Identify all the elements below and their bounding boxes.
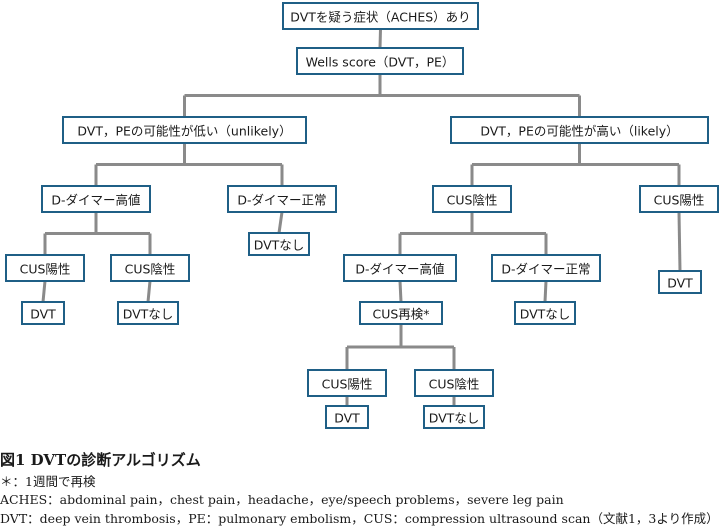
node-box <box>414 369 494 397</box>
node-label: DVT，PEの可能性が高い（likely） <box>480 124 678 139</box>
node-label: DVTなし <box>520 307 571 322</box>
connector-line <box>378 28 382 49</box>
node-box <box>359 301 443 325</box>
node-label: DVTなし <box>254 238 305 253</box>
node-label: CUS陽性 <box>20 262 71 277</box>
node-high-ddimer-normal: D-ダイマー正常 <box>491 254 601 282</box>
node-box <box>423 405 485 429</box>
node-box <box>432 185 512 213</box>
node-recheck-negative-result: DVTなし <box>423 405 485 429</box>
node-high-cus-positive: CUS陽性 <box>639 185 719 213</box>
node-box <box>450 116 709 144</box>
dvt-diagnostic-flowchart: DVTを疑う症状（ACHES）あり Wells score（DVT，PE） DVT，… <box>5 2 719 429</box>
node-box <box>296 47 464 75</box>
node-box <box>514 301 576 325</box>
node-root: DVTを疑う症状（ACHES）あり <box>282 2 479 30</box>
node-box <box>41 185 151 213</box>
node-low-cus-positive: CUS陽性 <box>5 254 85 282</box>
node-box <box>5 254 85 282</box>
node-recheck-positive-result: DVT <box>325 405 369 429</box>
node-box <box>658 270 702 294</box>
node-box <box>307 369 387 397</box>
node-label: DVT，PEの可能性が低い（unlikely） <box>77 124 291 139</box>
node-box <box>639 185 719 213</box>
node-label: DVTなし <box>429 411 480 426</box>
node-label: D-ダイマー高値 <box>51 193 140 208</box>
node-box <box>343 254 457 282</box>
node-recheck-negative: CUS陰性 <box>414 369 494 397</box>
node-recheck-positive: CUS陽性 <box>307 369 387 397</box>
connector-line <box>146 280 152 303</box>
node-label: DVT <box>334 411 360 426</box>
node-high: DVT，PEの可能性が高い（likely） <box>450 116 709 144</box>
node-box <box>491 254 601 282</box>
node-label: CUS陽性 <box>654 193 705 208</box>
footnote-recheck: ＊：1週間で再検 <box>0 474 96 489</box>
node-label: CUS陰性 <box>447 193 498 208</box>
node-recheck: CUS再検* <box>359 301 443 325</box>
nodes: DVTを疑う症状（ACHES）あり Wells score（DVT，PE） DVT，… <box>5 2 719 429</box>
node-box <box>62 116 307 144</box>
footnote-aches: ACHES：abdominal pain，chest pain，headache… <box>0 492 564 507</box>
node-label: DVT <box>30 307 56 322</box>
footnote-abbreviations: DVT：deep vein thrombosis，PE：pulmonary em… <box>0 511 719 526</box>
connectors <box>41 28 682 406</box>
connector-line <box>543 280 548 303</box>
node-low-cus-negative-result: DVTなし <box>117 301 179 325</box>
connector-line <box>398 280 403 303</box>
node-high-ddimer-high: D-ダイマー高値 <box>343 254 457 282</box>
connector-line <box>277 211 284 234</box>
node-box <box>227 185 337 213</box>
node-low-cus-negative: CUS陰性 <box>110 254 190 282</box>
node-box <box>21 301 65 325</box>
connector-line <box>677 211 682 272</box>
node-label: CUS陰性 <box>125 262 176 277</box>
figure-title: 図1 DVTの診断アルゴリズム <box>0 451 201 469</box>
node-label: D-ダイマー正常 <box>237 193 326 208</box>
node-low: DVT，PEの可能性が低い（unlikely） <box>62 116 307 144</box>
node-box <box>110 254 190 282</box>
connector-line <box>41 280 47 303</box>
node-high-cus-positive-result: DVT <box>658 270 702 294</box>
node-label: D-ダイマー高値 <box>355 262 444 277</box>
node-low-ddimer-high: D-ダイマー高値 <box>41 185 151 213</box>
node-label: DVTを疑う症状（ACHES）あり <box>290 10 470 25</box>
node-wells: Wells score（DVT，PE） <box>296 47 464 75</box>
node-label: CUS陽性 <box>322 377 373 392</box>
node-label: CUS再検* <box>372 307 429 322</box>
node-box <box>248 232 310 256</box>
node-box <box>117 301 179 325</box>
node-low-ddimer-normal-result: DVTなし <box>248 232 310 256</box>
node-label: DVTなし <box>123 307 174 322</box>
node-label: Wells score（DVT，PE） <box>306 55 455 70</box>
node-high-ddimer-normal-result: DVTなし <box>514 301 576 325</box>
node-label: D-ダイマー正常 <box>501 262 590 277</box>
node-label: CUS陰性 <box>429 377 480 392</box>
node-low-cus-positive-result: DVT <box>21 301 65 325</box>
node-box <box>325 405 369 429</box>
node-label: DVT <box>667 276 693 291</box>
node-high-cus-negative: CUS陰性 <box>432 185 512 213</box>
node-low-ddimer-normal: D-ダイマー正常 <box>227 185 337 213</box>
node-box <box>282 2 479 30</box>
